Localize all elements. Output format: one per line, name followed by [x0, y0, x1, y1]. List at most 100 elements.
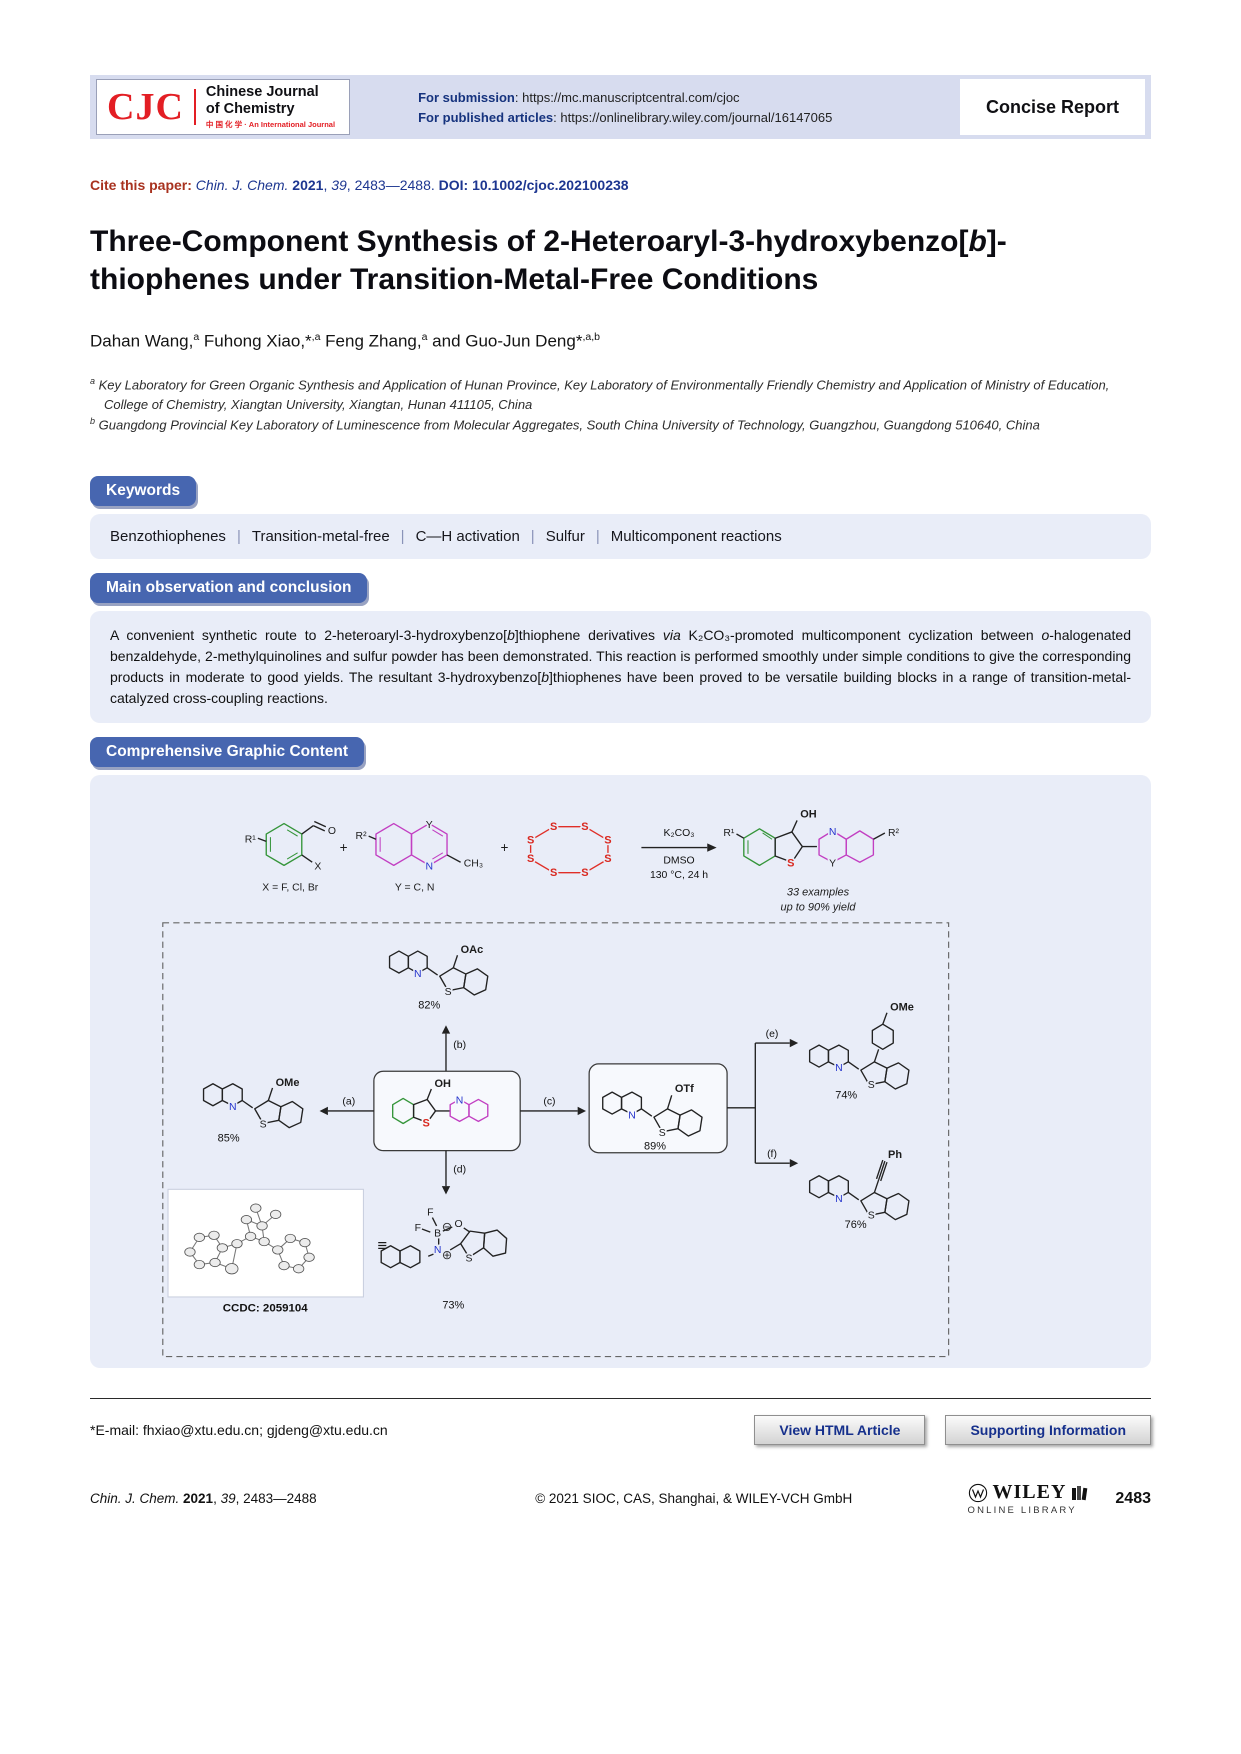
f-label: F [427, 1208, 433, 1219]
ome-label: OMe [890, 1002, 914, 1014]
product-y-label: Y [829, 859, 836, 870]
s8-sulfur-label: S [604, 835, 611, 847]
product-r1-label: R¹ [723, 829, 735, 840]
logo-divider [193, 89, 196, 125]
yield-note: up to 90% yield [780, 902, 856, 914]
wiley-logo: WILEY ONLINE LIBRARY [968, 1481, 1090, 1516]
email-line[interactable]: *E-mail: fhxiao@xtu.edu.cn; gjdeng@xtu.e… [90, 1422, 388, 1438]
published-url[interactable]: : https://onlinelibrary.wiley.com/journa… [553, 109, 833, 125]
central-s-label: S [422, 1118, 429, 1130]
derivative-a-ome: (a) N S OMe 85% [202, 1077, 374, 1145]
view-html-article-button[interactable]: View HTML Article [754, 1415, 926, 1445]
affiliation-a-text: Key Laboratory for Green Organic Synthes… [98, 377, 1110, 413]
product-structure: S OH R¹ N Y R² 33 examples up to 90% yie… [723, 809, 899, 914]
reactant-r2-label: R² [356, 832, 368, 843]
graphic-box: O R¹ X X = F, Cl, Br + Y N CH₃ R² [90, 775, 1151, 1369]
ccdc-label: CCDC: 2059104 [223, 1303, 309, 1315]
s8-sulfur-label: S [527, 854, 534, 866]
author-list: Dahan Wang,a Fuhong Xiao,*,a Feng Zhang,… [90, 330, 601, 351]
reactant-benzaldehyde: O R¹ X X = F, Cl, Br [245, 821, 336, 894]
crystal-structure-figure: CCDC: 2059104 ≡ [167, 1189, 387, 1315]
s8-sulfur-label: S [581, 821, 588, 833]
footer-copyright: © 2021 SIOC, CAS, Shanghai, & WILEY-VCH … [535, 1491, 853, 1506]
keywords-heading: Keywords [90, 476, 197, 507]
derivative-b-oac: N S OAc 82% (b) [388, 945, 489, 1072]
derivative-e-methoxyphenyl: N S OMe 74% [808, 1002, 914, 1102]
affiliation-b: b Guangdong Provincial Key Laboratory of… [90, 415, 1151, 435]
plus-sign-2: + [501, 840, 509, 855]
yield-d: 73% [442, 1300, 464, 1312]
footer-buttons: View HTML Article Supporting Information [754, 1415, 1151, 1445]
citation-line: Cite this paper: Chin. J. Chem. 2021, 39… [90, 177, 629, 193]
affiliation-a-marker: a [90, 376, 96, 387]
cjc-logo-text: CJC [107, 86, 184, 128]
journal-subtitle: 中 国 化 学 · An International Journal [205, 120, 336, 130]
oac-label: OAc [461, 945, 484, 957]
ph-label: Ph [888, 1149, 902, 1161]
journal-name-block: Chinese Journal of Chemistry 中 国 化 学 · A… [206, 84, 335, 130]
title-line2: thiophenes under Transition-Metal-Free C… [90, 262, 819, 296]
central-product: S OH N [373, 1071, 521, 1152]
published-line[interactable]: For published articles: https://onlineli… [418, 110, 960, 125]
halide-x-label: X [314, 862, 321, 873]
otf-label: OTf [675, 1084, 694, 1096]
s8-sulfur-label: S [604, 854, 611, 866]
wiley-emblem-icon [968, 1483, 987, 1502]
submission-url[interactable]: : https://mc.manuscriptcentral.com/cjoc [514, 89, 740, 105]
step-b-label: (b) [453, 1041, 466, 1052]
yield-a: 85% [218, 1133, 240, 1145]
central-n-label: N [456, 1096, 464, 1107]
n-label: N [229, 1102, 237, 1113]
supporting-information-button[interactable]: Supporting Information [945, 1415, 1151, 1445]
step-a-label: (a) [342, 1097, 355, 1108]
conclusion-text: A convenient synthetic route to 2-hetero… [110, 627, 1131, 707]
page-footer: *E-mail: fhxiao@xtu.edu.cn; gjdeng@xtu.e… [90, 1398, 1151, 1516]
footer-rule [90, 1398, 1151, 1399]
reaction-arrow: K₂CO₃ DMSO 130 °C, 24 h [641, 829, 717, 881]
ome-label: OMe [276, 1077, 300, 1089]
yield-e: 74% [835, 1090, 857, 1102]
graphic-heading: Comprehensive Graphic Content [90, 737, 365, 768]
product-n-label: N [829, 827, 837, 838]
n-label: N [628, 1111, 636, 1122]
article-type-badge: Concise Report [959, 79, 1145, 135]
conditions-label: 130 °C, 24 h [650, 870, 708, 881]
x-note: X = F, Cl, Br [262, 883, 318, 894]
n-label: N [835, 1194, 843, 1205]
reagent-label: K₂CO₃ [664, 829, 695, 840]
reactant-quinoline: Y N CH₃ R² Y = C, N [356, 818, 484, 893]
yield-b: 82% [418, 1000, 440, 1012]
derivative-f-alkyne: N S Ph 76% [808, 1149, 910, 1231]
derivative-d-bf2-complex: (d) F F B O N S [380, 1151, 508, 1312]
product-s-label: S [787, 858, 794, 870]
affiliation-b-text: Guangdong Provincial Key Laboratory of L… [98, 416, 1040, 432]
yield-c: 89% [644, 1141, 666, 1153]
s8-sulfur-label: S [581, 867, 588, 879]
affiliation-a: a Key Laboratory for Green Organic Synth… [90, 375, 1151, 414]
wiley-name: WILEY [992, 1481, 1067, 1503]
conclusion-heading: Main observation and conclusion [90, 573, 368, 604]
submission-line[interactable]: For submission: https://mc.manuscriptcen… [418, 90, 960, 105]
conclusion-box: A convenient synthetic route to 2-hetero… [90, 611, 1151, 724]
s-label: S [445, 987, 452, 998]
published-label: For published articles [418, 109, 554, 125]
books-icon [1072, 1485, 1088, 1500]
page-content: CJC Chinese Journal of Chemistry 中 国 化 学… [90, 75, 1151, 1369]
reaction-scheme: O R¹ X X = F, Cl, Br + Y N CH₃ R² [162, 809, 950, 1358]
journal-logo: CJC Chinese Journal of Chemistry 中 国 化 学… [96, 79, 351, 135]
s-label: S [868, 1211, 875, 1222]
step-d-label: (d) [453, 1165, 466, 1176]
central-oh-label: OH [434, 1078, 451, 1090]
title-line1: Three-Component Synthesis of 2-Heteroary… [90, 225, 1007, 258]
o-label: O [454, 1219, 462, 1230]
solvent-label: DMSO [663, 856, 694, 867]
step-c-label: (c) [543, 1097, 555, 1108]
aldehyde-o-label: O [328, 826, 336, 837]
s8-sulfur-label: S [550, 821, 557, 833]
wiley-tagline: ONLINE LIBRARY [967, 1505, 1077, 1516]
plus-sign: + [340, 840, 348, 855]
journal-header-bar: CJC Chinese Journal of Chemistry 中 国 化 学… [90, 75, 1151, 139]
product-r2-label: R² [888, 829, 900, 840]
s-label: S [465, 1254, 472, 1265]
step-f-label: (f) [767, 1149, 777, 1160]
